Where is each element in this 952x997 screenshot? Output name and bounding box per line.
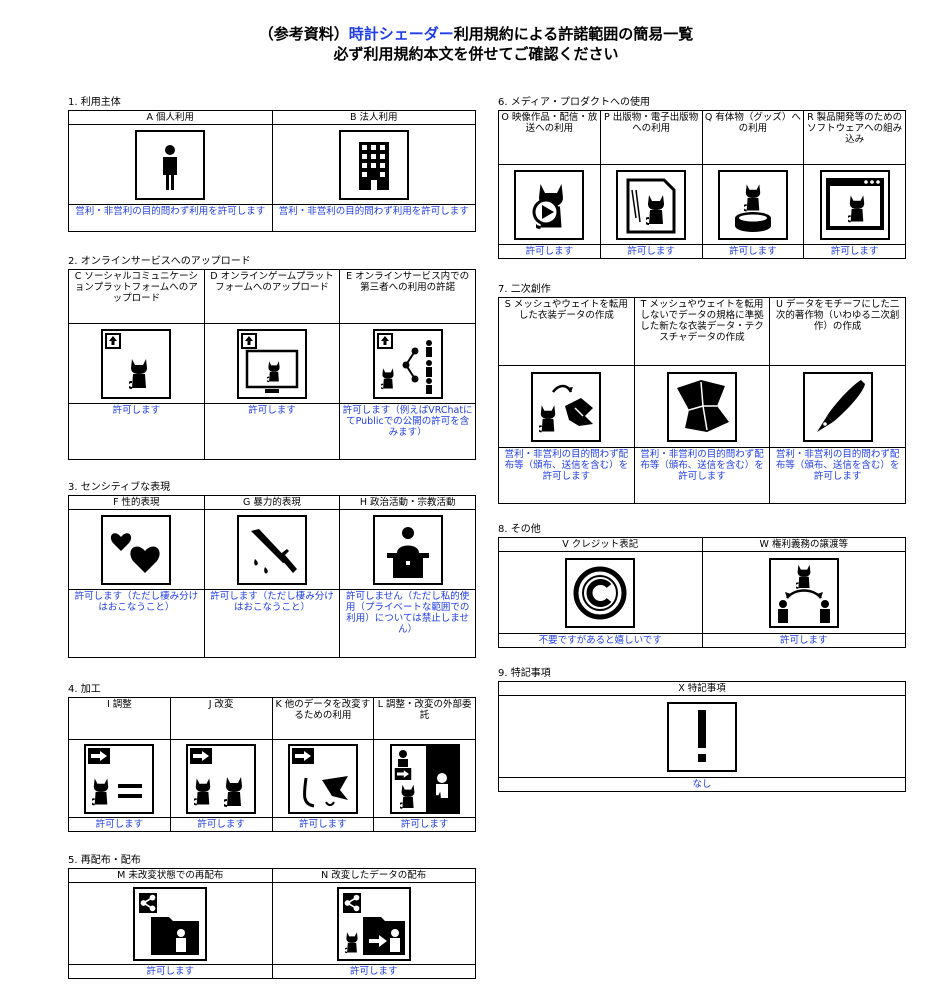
section-label: 3. センシティブな表現 — [68, 482, 171, 493]
column-header: F 性的表現 — [68, 495, 205, 510]
column-header: E オンラインサービス内での第三者への利用の許諾 — [339, 269, 476, 324]
result-text: 営利・非営利の目的問わず配布等（頒布、送信を含む）を許可します — [633, 447, 771, 504]
column-header: G 暴力的表現 — [203, 495, 341, 510]
pen-icon — [802, 371, 873, 442]
column-header: W 権利義務の譲渡等 — [701, 537, 906, 552]
section-label: 9. 特記事項 — [498, 668, 551, 679]
costume-new-icon — [666, 371, 737, 442]
section-label: 6. メディア・プロダクトへの使用 — [498, 97, 651, 108]
podium-icon — [372, 514, 443, 585]
section-label: 2. オンラインサービスへのアップロード — [68, 256, 251, 267]
result-text: 許可します（ただし棲み分けはおこなうこと） — [203, 589, 341, 658]
result-text: 許可しません（ただし私的使用（プライベートな範囲での利用）については禁止しません… — [339, 589, 476, 658]
result-text: 許可します — [271, 817, 375, 832]
section-1: 1. 利用主体 A 個人利用 B 法人利用 営利・非営利の目的問わず利用を許可し… — [68, 97, 476, 232]
result-text: 許可します — [68, 817, 171, 832]
column-header: M 未改変状態での再配布 — [68, 868, 273, 883]
upload-share-icon — [372, 328, 443, 399]
column-header: T メッシュやウェイトを転用しないでデータの規格に準拠した新たな衣装データ・テク… — [633, 297, 771, 366]
hearts-icon — [101, 514, 172, 585]
result-text: 営利・非営利の目的問わず配布等（頒布、送信を含む）を許可します — [498, 447, 635, 504]
goods-icon — [717, 169, 788, 240]
result-text: 許可します — [498, 244, 601, 259]
section-7: 7. 二次創作 S メッシュやウェイトを転用した衣装データの作成 T メッシュや… — [498, 284, 906, 504]
result-text: 許可します（ただし棲み分けはおこなうこと） — [68, 589, 205, 658]
column-header: L 調整・改変の外部委託 — [373, 697, 476, 740]
result-text: 許可します — [203, 403, 341, 460]
column-header: Q 有体物（グッズ）への利用 — [701, 110, 805, 165]
section-label: 4. 加工 — [68, 684, 101, 695]
knife-icon — [236, 514, 307, 585]
result-text: 許可します — [271, 964, 476, 979]
section-label: 8. その他 — [498, 524, 541, 535]
section-8: 8. その他 V クレジット表記 W 権利義務の譲渡等 不要ですがあると嬉しいで… — [498, 524, 906, 648]
result-text: なし — [498, 777, 906, 792]
modify-icon — [186, 743, 257, 814]
result-text: 許可します — [68, 964, 273, 979]
result-text: 許可します — [68, 403, 205, 460]
result-text: 不要ですがあると嬉しいです — [498, 633, 703, 648]
column-header: C ソーシャルコミュニケーションプラットフォームへのアップロード — [68, 269, 205, 324]
result-text: 営利・非営利の目的問わず利用を許可します — [271, 204, 476, 232]
column-header: V クレジット表記 — [498, 537, 703, 552]
building-icon — [338, 129, 409, 200]
section-label: 7. 二次創作 — [498, 284, 551, 295]
title-suffix: 利用規約による許諾範囲の簡易一覧 — [453, 25, 694, 43]
person-icon — [135, 129, 206, 200]
title-prefix: （参考資料） — [258, 25, 349, 43]
column-header: D オンラインゲームプラットフォームへのアップロード — [203, 269, 341, 324]
distribute-modified-icon — [336, 886, 411, 961]
adjust-icon — [84, 743, 155, 814]
section-6: 6. メディア・プロダクトへの使用 O 映像作品・配信・放送への利用 P 出版物… — [498, 97, 906, 259]
column-header: P 出版物・電子出版物への利用 — [599, 110, 703, 165]
section-4: 4. 加工 I 調整 J 改変 K 他のデータを改変するための利用 L 調整・改… — [68, 684, 476, 832]
column-header: J 改変 — [169, 697, 273, 740]
result-text: 許可します（例えばVRChatにてPublicでの公開の許可を含みます） — [339, 403, 476, 460]
section-2: 2. オンラインサービスへのアップロード C ソーシャルコミュニケーションプラッ… — [68, 256, 476, 460]
result-text: 許可します — [373, 817, 476, 832]
costume-transfer-icon — [531, 371, 602, 442]
publication-icon — [616, 169, 687, 240]
column-header: I 調整 — [68, 697, 171, 740]
column-header: K 他のデータを改変するための利用 — [271, 697, 375, 740]
column-header: X 特記事項 — [498, 681, 906, 696]
copyright-icon — [565, 557, 636, 628]
column-header: A 個人利用 — [68, 110, 273, 125]
page-subtitle: 必ず利用規約本文を併せてご確認ください — [333, 45, 619, 63]
title-highlight: 時計シェーダー — [348, 25, 454, 43]
section-label: 1. 利用主体 — [68, 97, 121, 108]
result-text: 営利・非営利の目的問わず利用を許可します — [68, 204, 273, 232]
result-text: 許可します — [169, 817, 273, 832]
column-header: O 映像作品・配信・放送への利用 — [498, 110, 601, 165]
software-icon — [819, 169, 890, 240]
result-text: 許可します — [803, 244, 906, 259]
exclamation-icon — [667, 701, 737, 772]
section-3: 3. センシティブな表現 F 性的表現 G 暴力的表現 H 政治活動・宗教活動 … — [68, 482, 476, 658]
result-text: 許可します — [701, 633, 906, 648]
column-header: U データをモチーフにした二次的著作物（いわゆる二次創作）の作成 — [769, 297, 906, 366]
result-text: 営利・非営利の目的問わず配布等（頒布、送信を含む）を許可します — [769, 447, 906, 504]
column-header: H 政治活動・宗教活動 — [339, 495, 476, 510]
column-header: N 改変したデータの配布 — [271, 868, 476, 883]
redistribute-icon — [133, 886, 208, 961]
outsource-icon — [389, 743, 460, 814]
column-header: R 製品開発等のためのソフトウェアへの組み込み — [803, 110, 906, 165]
section-label: 5. 再配布・配布 — [68, 855, 141, 866]
column-header: S メッシュやウェイトを転用した衣装データの作成 — [498, 297, 635, 366]
transfer-icon — [768, 557, 839, 628]
section-5: 5. 再配布・配布 M 未改変状態での再配布 N 改変したデータの配布 許可しま… — [68, 855, 476, 979]
result-text: 許可します — [701, 244, 805, 259]
video-icon — [514, 169, 585, 240]
upload-avatar-icon — [101, 328, 172, 399]
result-text: 許可します — [599, 244, 703, 259]
column-header: B 法人利用 — [271, 110, 476, 125]
section-9: 9. 特記事項 X 特記事項 なし — [498, 668, 906, 792]
upload-monitor-icon — [236, 328, 307, 399]
use-other-icon — [287, 743, 358, 814]
